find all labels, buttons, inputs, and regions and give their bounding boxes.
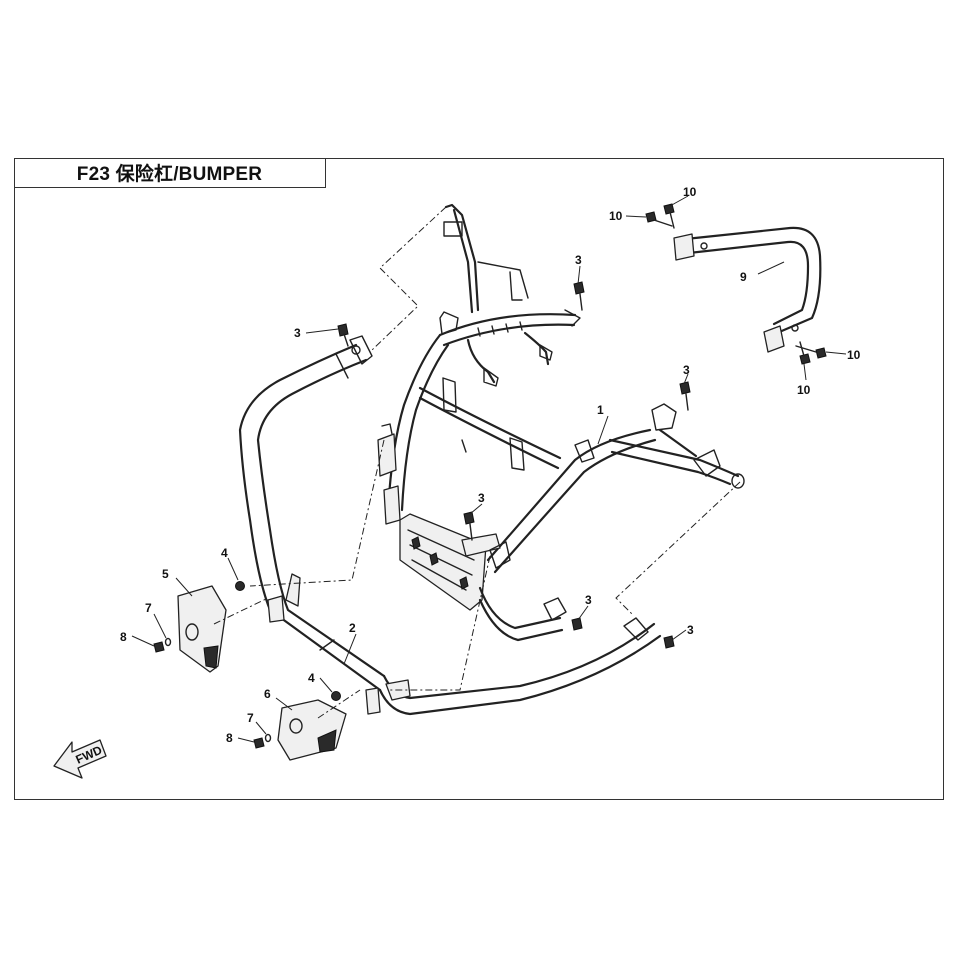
callout-3: 3 [687,623,694,637]
callout-3: 3 [575,253,582,267]
page-title: F23 保险杠/BUMPER [76,164,263,185]
callout-1: 1 [597,403,604,417]
callout-10: 10 [683,185,697,199]
callout-8: 8 [226,731,233,745]
callout-4: 4 [221,546,228,560]
assembly-lines [213,206,741,719]
callout-10: 10 [847,348,861,362]
callout-6: 6 [264,687,271,701]
drawing-frame [14,158,944,800]
fasteners [153,203,827,749]
callout-9: 9 [740,270,747,284]
callout-8: 8 [120,630,127,644]
callout-10: 10 [797,383,811,397]
callout-7: 7 [247,711,254,725]
callout-2: 2 [349,621,356,635]
part-2-bumper [238,335,662,716]
callout-3: 3 [585,593,592,607]
part-9-rear-bar [673,226,822,353]
callout-3: 3 [478,491,485,505]
callout-3: 3 [294,326,301,340]
fwd-arrow: FWD [53,739,107,779]
callout-7: 7 [145,601,152,615]
callout-3: 3 [683,363,690,377]
callout-5: 5 [162,567,169,581]
callout-10: 10 [609,209,623,223]
callout-4: 4 [308,671,315,685]
part-6-cover [277,699,347,761]
title-box: F23 保险杠/BUMPER [14,158,326,188]
part-5-cover [177,585,227,673]
callouts: 1 2 3 3 3 3 3 3 4 4 5 6 7 7 8 8 9 10 10 … [120,185,861,745]
leader-lines [131,195,847,743]
part-1-frame [377,203,745,642]
